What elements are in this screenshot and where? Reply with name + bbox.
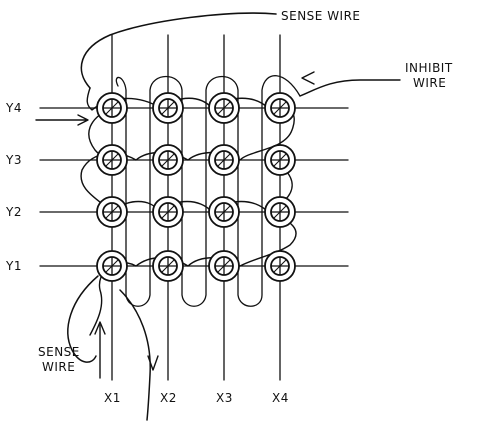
y-wires — [39, 107, 349, 267]
column-label-x2: X2 — [160, 391, 177, 405]
ferrite-core-x1-y2 — [96, 196, 128, 228]
row-label-y4: Y4 — [5, 101, 22, 115]
ferrite-core-x3-y4 — [208, 92, 240, 124]
sense-wire-bottom-label-line1: SENSE — [38, 345, 80, 359]
column-labels: X1 X2 X3 X4 — [104, 391, 289, 405]
row-label-y1: Y1 — [5, 259, 22, 273]
inhibit-wire-loops — [115, 75, 301, 307]
sense-down-arrow-icon — [147, 355, 159, 371]
column-label-x4: X4 — [272, 391, 289, 405]
inhibit-wire-leader — [299, 79, 401, 97]
ferrite-core-x1-y3 — [96, 144, 128, 176]
ferrite-core-x2-y3 — [152, 144, 184, 176]
row-label-y2: Y2 — [5, 205, 22, 219]
sense-wire-bottom-label-line2: WIRE — [42, 360, 75, 374]
ferrite-core-x4-y3 — [264, 144, 296, 176]
ferrite-cores — [96, 92, 296, 282]
y4-input-arrow-icon — [35, 114, 89, 126]
sense-up-arrow-icon — [94, 321, 106, 335]
x-wires — [111, 34, 281, 381]
inhibit-wire-label-line1: INHIBIT — [405, 61, 453, 75]
inhibit-wire-label-line2: WIRE — [413, 76, 446, 90]
row-label-y3: Y3 — [5, 153, 22, 167]
ferrite-core-x3-y2 — [208, 196, 240, 228]
ferrite-core-x2-y4 — [152, 92, 184, 124]
ferrite-core-x3-y1 — [208, 250, 240, 282]
sense-wire-top-leader — [80, 12, 277, 89]
column-label-x1: X1 — [104, 391, 121, 405]
inhibit-arrow-icon — [301, 71, 315, 85]
ferrite-core-x2-y2 — [152, 196, 184, 228]
ferrite-core-x2-y1 — [152, 250, 184, 282]
row-labels: Y4 Y3 Y2 Y1 — [5, 101, 22, 273]
ferrite-core-x4-y1 — [264, 250, 296, 282]
ferrite-core-x1-y4 — [96, 92, 128, 124]
sense-wire-bottom-leads — [67, 275, 159, 421]
ferrite-core-x4-y4 — [264, 92, 296, 124]
ferrite-core-x3-y3 — [208, 144, 240, 176]
ferrite-core-x4-y2 — [264, 196, 296, 228]
sense-wire-top-label: SENSE WIRE — [281, 9, 361, 23]
ferrite-core-x1-y1 — [96, 250, 128, 282]
column-label-x3: X3 — [216, 391, 233, 405]
